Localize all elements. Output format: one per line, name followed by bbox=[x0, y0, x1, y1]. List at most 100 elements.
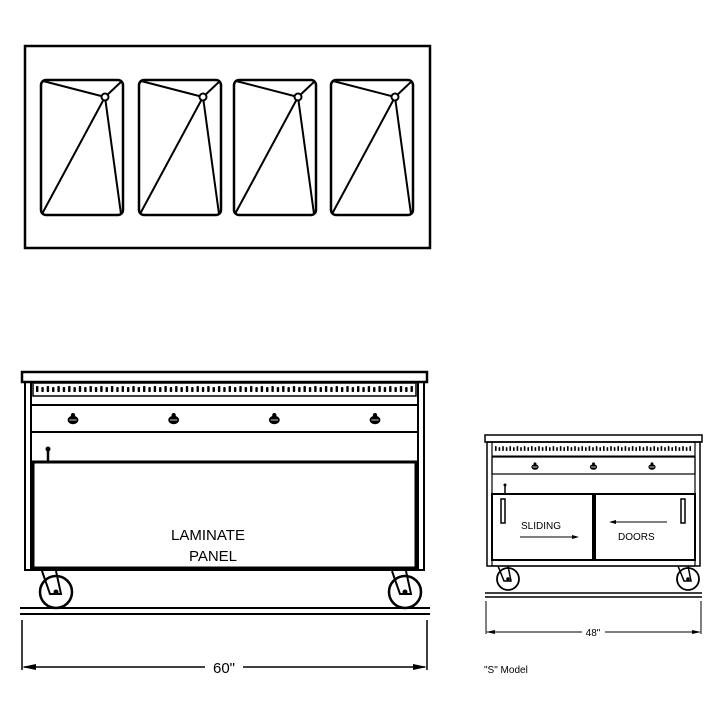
louver-slot bbox=[527, 447, 530, 451]
caster-right bbox=[387, 570, 423, 610]
louver-slot bbox=[520, 447, 522, 451]
front-view: LAMINATE PANEL 60" bbox=[20, 370, 430, 677]
louver-slot bbox=[689, 446, 692, 451]
control-knob[interactable] bbox=[648, 462, 656, 470]
louver-slot bbox=[260, 386, 264, 392]
louver-slot bbox=[657, 447, 659, 451]
louver-slot bbox=[635, 447, 638, 451]
drain-valve-knob bbox=[45, 446, 51, 452]
louver-slot bbox=[498, 447, 501, 451]
control-panel bbox=[30, 404, 419, 433]
arrowhead bbox=[572, 535, 579, 539]
drain-icon bbox=[293, 92, 303, 102]
louver-slot bbox=[549, 447, 551, 451]
louver-slot bbox=[148, 387, 151, 392]
s-model-view: SLIDING DOORS 48" "S" Model bbox=[484, 434, 703, 676]
louver-slot bbox=[513, 447, 515, 451]
louver-slot bbox=[394, 387, 397, 392]
louver-slot bbox=[153, 386, 157, 392]
louver-slot bbox=[89, 386, 92, 392]
louver-slot bbox=[671, 447, 674, 451]
louver-slot bbox=[217, 386, 221, 392]
louver-slot bbox=[62, 387, 66, 392]
louver-slot bbox=[94, 387, 98, 392]
louver-slot bbox=[585, 447, 587, 451]
door-handle-left bbox=[500, 498, 506, 524]
food-well bbox=[232, 78, 318, 217]
sliding-door-right bbox=[594, 493, 696, 561]
louver-slot bbox=[244, 387, 248, 392]
louver-slot bbox=[389, 386, 392, 392]
louver-slot bbox=[675, 446, 677, 451]
louver-slot bbox=[159, 387, 162, 392]
louver-slot bbox=[523, 446, 526, 451]
louver-slot bbox=[276, 387, 280, 392]
louver-slot bbox=[531, 446, 533, 451]
louver-panel bbox=[491, 441, 696, 457]
louver-slot bbox=[624, 446, 627, 451]
louver-slot bbox=[287, 387, 290, 392]
louver-slot bbox=[563, 447, 566, 451]
laminate-panel bbox=[31, 460, 418, 570]
louver-slot bbox=[330, 387, 333, 392]
louver-slot bbox=[303, 386, 306, 392]
control-knob[interactable] bbox=[268, 413, 280, 425]
louver-slot bbox=[653, 446, 656, 451]
louver-slot bbox=[52, 387, 55, 392]
louver-slot bbox=[642, 447, 645, 451]
caster-left bbox=[496, 565, 520, 591]
louver-slot bbox=[649, 447, 652, 451]
control-knob[interactable] bbox=[168, 413, 180, 425]
louver-slot bbox=[631, 446, 634, 451]
louver-slot bbox=[84, 387, 87, 392]
dimension-60: 60" bbox=[213, 660, 235, 677]
louver-slot bbox=[68, 386, 71, 392]
louvers bbox=[495, 446, 692, 451]
door-handle-right bbox=[680, 498, 686, 524]
louver-slot bbox=[105, 387, 108, 392]
louver-slot bbox=[685, 447, 688, 451]
louver-slot bbox=[592, 447, 594, 451]
louver-slot bbox=[516, 446, 519, 451]
top-view bbox=[23, 44, 432, 250]
louver-slot bbox=[164, 386, 167, 392]
control-knob[interactable] bbox=[531, 462, 539, 470]
louver-slot bbox=[628, 447, 630, 451]
louver-slot bbox=[255, 387, 258, 392]
louver-slot bbox=[137, 387, 141, 392]
louver-slot bbox=[567, 446, 569, 451]
louver-slot bbox=[351, 387, 355, 392]
louver-slot bbox=[664, 447, 666, 451]
control-knob[interactable] bbox=[67, 413, 79, 425]
arrowhead bbox=[609, 520, 616, 524]
body-inner bbox=[30, 381, 419, 571]
louver-slot bbox=[266, 387, 269, 392]
drain-icon bbox=[390, 92, 400, 102]
louver-slot bbox=[399, 386, 403, 392]
louver-slot bbox=[180, 387, 183, 392]
louver-slot bbox=[324, 386, 328, 392]
countertop bbox=[20, 370, 429, 384]
top-outline bbox=[23, 44, 432, 250]
louver-slot bbox=[606, 447, 609, 451]
louver-slot bbox=[378, 386, 381, 392]
louver-slot bbox=[298, 387, 301, 392]
panel-label-line1: LAMINATE bbox=[171, 527, 245, 544]
louver-slot bbox=[646, 446, 648, 451]
louver-slot bbox=[660, 446, 663, 451]
louver-slot bbox=[603, 446, 605, 451]
louver-slot bbox=[357, 386, 360, 392]
louver-slot bbox=[574, 446, 576, 451]
louver-slot bbox=[639, 446, 641, 451]
control-knob[interactable] bbox=[589, 462, 598, 470]
louver-slot bbox=[538, 446, 540, 451]
louver-slot bbox=[505, 447, 508, 451]
control-knob[interactable] bbox=[369, 413, 381, 425]
louver-slot bbox=[116, 387, 119, 392]
louver-slot bbox=[570, 447, 573, 451]
louver-slot bbox=[335, 386, 339, 392]
louver-slot bbox=[509, 446, 512, 451]
louver-slot bbox=[541, 447, 544, 451]
louver-slot bbox=[228, 386, 232, 392]
